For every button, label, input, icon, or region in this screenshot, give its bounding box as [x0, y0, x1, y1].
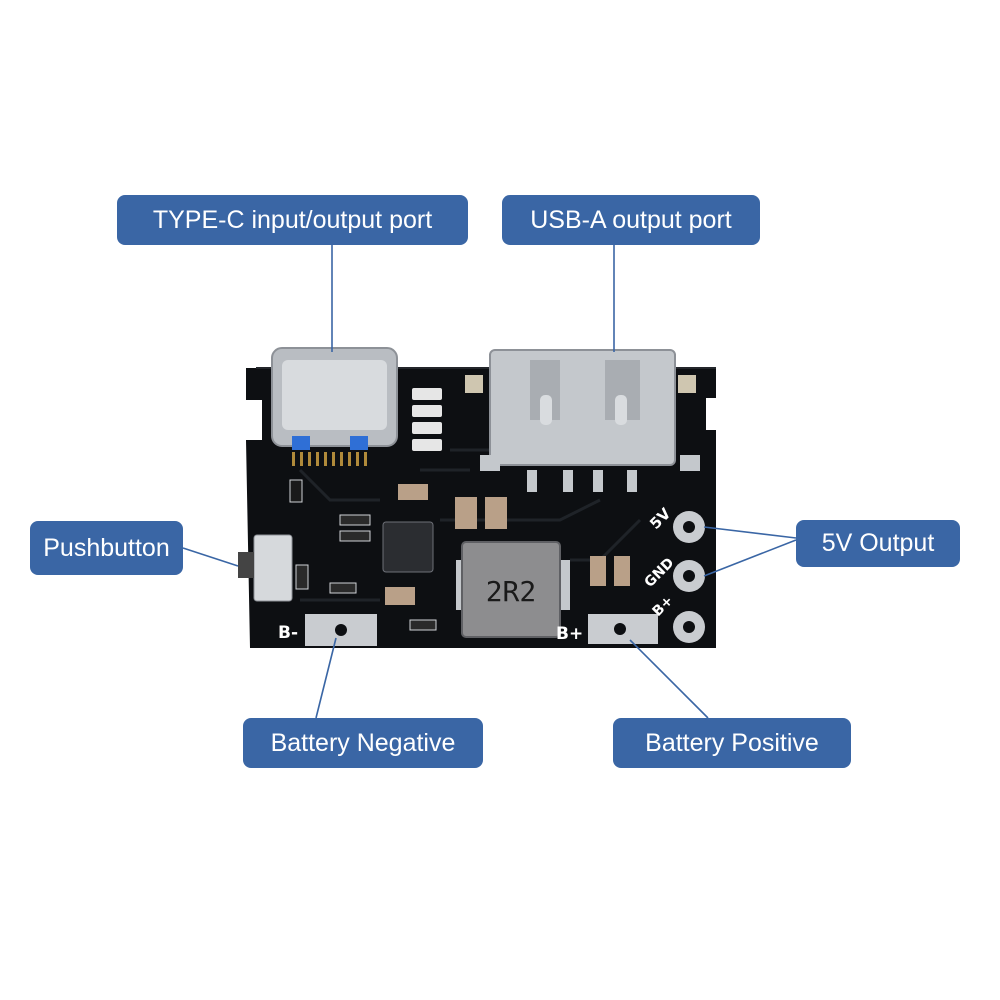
pushbutton-callout: Pushbutton — [30, 521, 183, 575]
battery-negative-pad — [305, 614, 377, 646]
battery-positive-label: Battery Positive — [645, 728, 819, 757]
typec-connector — [271, 347, 398, 466]
output-5v-label: 5V Output — [821, 529, 935, 557]
battery-positive-pad — [588, 614, 658, 644]
silk-bminus: B- — [278, 623, 298, 643]
silk-bplus: B+ — [556, 624, 583, 644]
leader-lines — [182, 245, 797, 719]
output-5v-callout: 5V Output — [796, 520, 960, 567]
pushbutton — [238, 534, 293, 602]
indicator-leds — [412, 388, 442, 451]
pushbutton-label: Pushbutton — [43, 533, 170, 562]
usba-connector — [465, 349, 700, 492]
output-pins — [673, 511, 705, 643]
battery-negative-label: Battery Negative — [270, 728, 456, 757]
inductor-marking: 2R2 — [486, 575, 537, 608]
battery-negative-callout: Battery Negative — [243, 718, 483, 768]
typec-port-callout: TYPE-C input/output port — [117, 195, 468, 245]
inductor: 2R2 — [456, 541, 570, 638]
usba-port-label: USB-A output port — [530, 205, 732, 234]
battery-positive-callout: Battery Positive — [613, 718, 851, 768]
usba-port-callout: USB-A output port — [502, 195, 760, 245]
typec-port-label: TYPE-C input/output port — [152, 205, 433, 234]
controller-ic — [382, 521, 434, 573]
